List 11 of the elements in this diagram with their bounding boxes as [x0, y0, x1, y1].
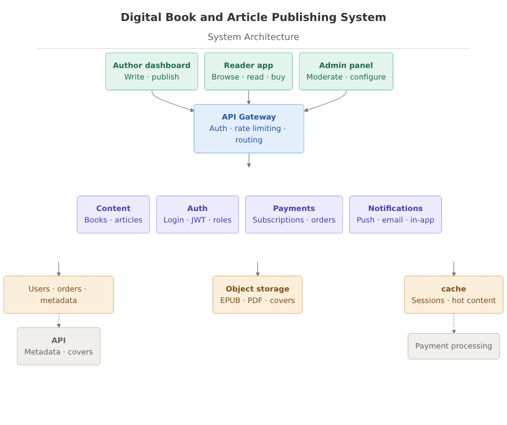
arrow	[246, 152, 252, 168]
arrow	[152, 90, 194, 112]
arrow	[56, 313, 61, 328]
arrow	[452, 313, 456, 334]
subtitle: System Architecture	[208, 33, 300, 43]
arrow	[246, 90, 251, 105]
arrow	[304, 90, 347, 112]
diagram-title: Digital Book and Article Publishing System	[120, 11, 386, 24]
arrow	[452, 262, 456, 277]
arrow	[56, 262, 61, 277]
arrow	[256, 262, 260, 277]
